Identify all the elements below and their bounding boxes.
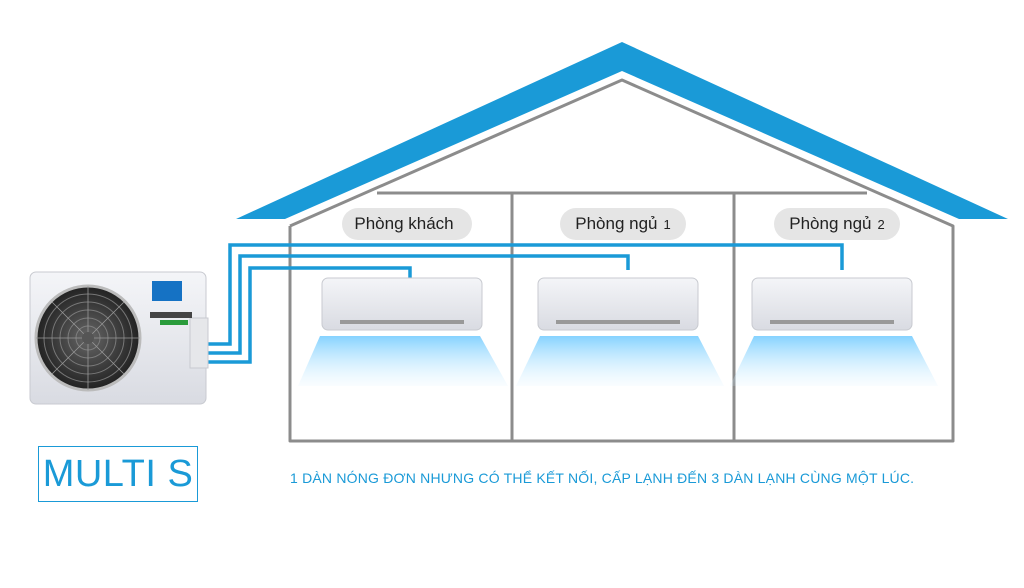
room-name: Phòng ngủ <box>575 214 658 233</box>
room-number: 1 <box>663 217 671 232</box>
pipe-to-room-3 <box>208 243 844 346</box>
refrigerant-pipes <box>208 243 844 364</box>
indoor-unit-3 <box>730 277 938 386</box>
room-label-living: Phòng khách <box>342 208 472 240</box>
pipe-to-room-2 <box>208 254 630 355</box>
inverter-badge <box>150 312 192 318</box>
outdoor-unit <box>29 271 209 405</box>
house-roof <box>236 42 1008 219</box>
pipe-to-room-1 <box>208 266 412 364</box>
room-name: Phòng khách <box>354 214 454 233</box>
room-name: Phòng ngủ <box>789 214 872 233</box>
room-label-bedroom-2: Phòng ngủ 2 <box>774 208 900 240</box>
indoor-unit-1 <box>298 277 508 386</box>
house-wall-outline <box>288 78 955 443</box>
room-label-bedroom-1: Phòng ngủ 1 <box>560 208 686 240</box>
daikin-logo <box>152 281 182 301</box>
room-number: 2 <box>877 217 885 232</box>
indoor-unit-2 <box>516 277 724 386</box>
caption-text: 1 DÀN NÓNG ĐƠN NHƯNG CÓ THỂ KẾT NỐI, CẤP… <box>290 470 915 486</box>
product-name-box: MULTI S <box>38 446 198 502</box>
